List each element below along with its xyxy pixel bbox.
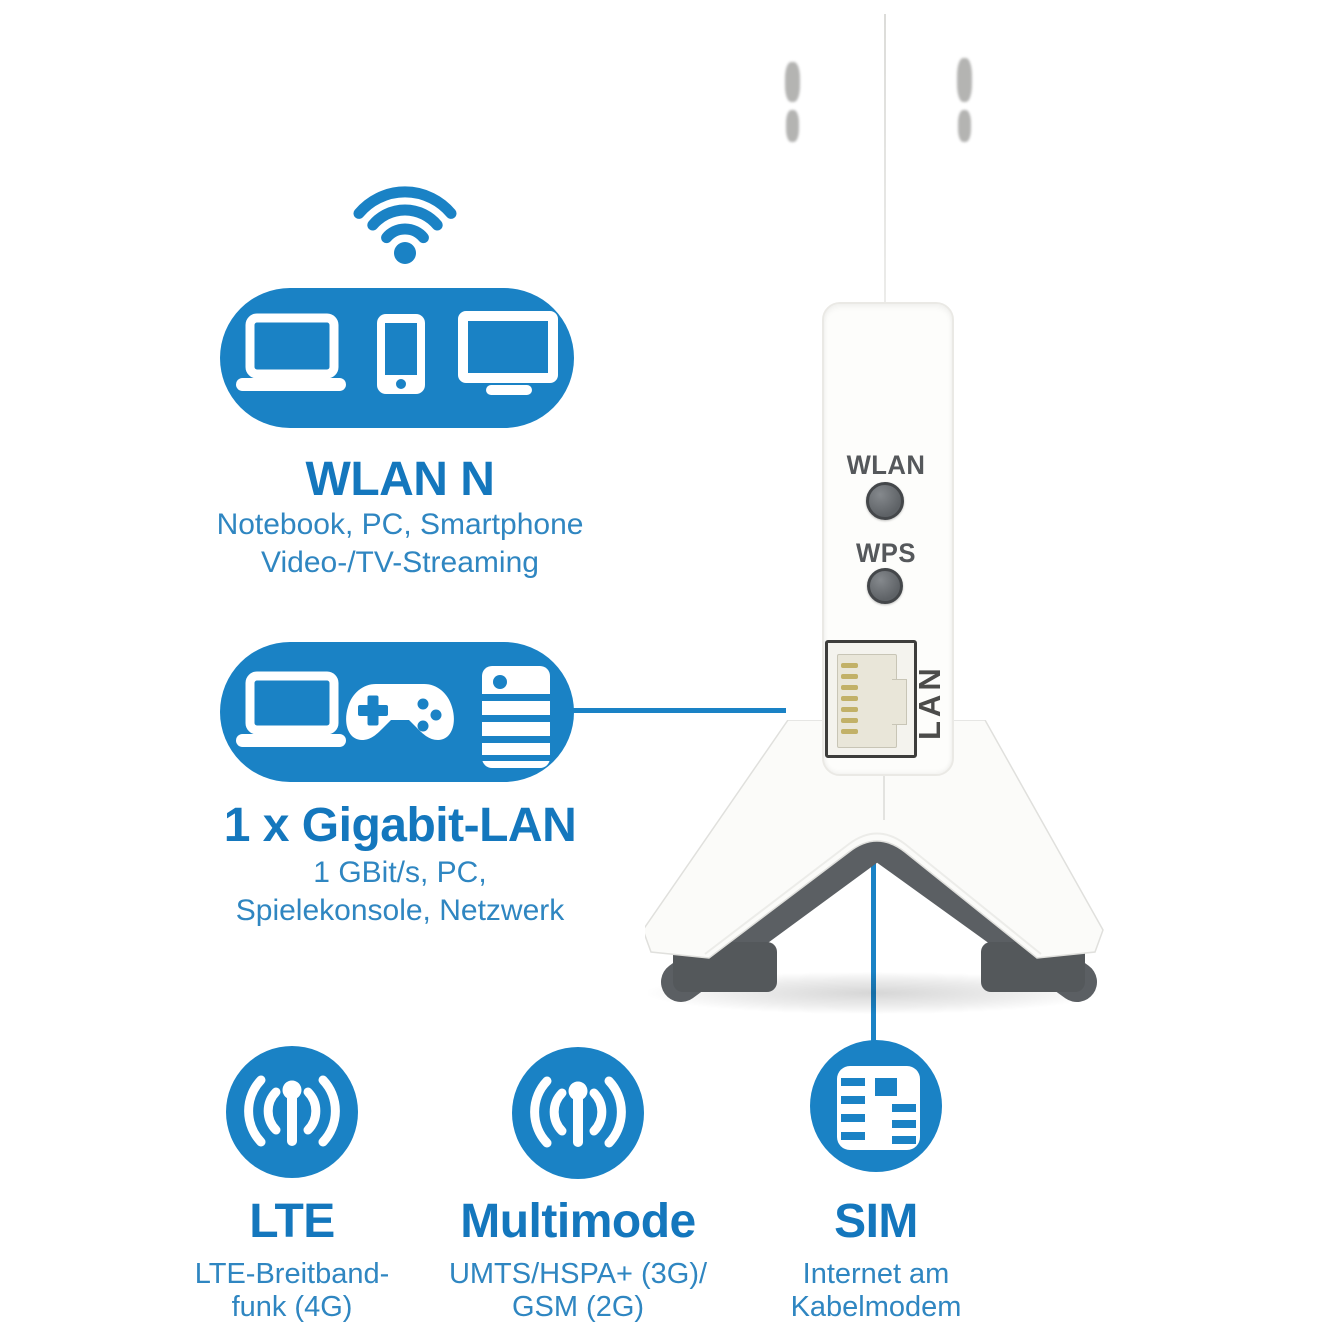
brand-logo-mark xyxy=(785,62,800,102)
sim-description-line1: Internet am xyxy=(802,1258,950,1290)
connector-lan-line xyxy=(572,708,786,713)
gigabit-lan-description-line2: Spielekonsole, Netzwerk xyxy=(235,894,565,927)
multimode-title: Multimode xyxy=(460,1195,696,1248)
wlan-description: Notebook, PC, Smartphone Video-/TV-Strea… xyxy=(100,506,700,582)
antenna-icon xyxy=(244,1075,340,1147)
gigabit-lan-title: 1 x Gigabit-LAN xyxy=(223,799,577,852)
wlan-button-label: WLAN xyxy=(846,450,926,480)
lte-description-line1: LTE-Breitband- xyxy=(194,1258,390,1290)
brand-logo-mark xyxy=(957,58,972,102)
lan-port xyxy=(825,640,917,758)
brand-logo-mark xyxy=(958,110,971,142)
monitor-icon xyxy=(458,311,558,395)
gamepad-icon xyxy=(346,684,454,740)
wlan-description-line2: Video-/TV-Streaming xyxy=(261,546,539,579)
laptop-icon xyxy=(236,671,346,747)
connector-sim-line xyxy=(871,848,876,1048)
wlan-devices-pill xyxy=(220,288,574,428)
sim-card-icon xyxy=(837,1066,920,1150)
gigabit-lan-pill xyxy=(220,642,574,782)
lte-description: LTE-Breitband- funk (4G) xyxy=(92,1258,492,1324)
wlan-description-line1: Notebook, PC, Smartphone xyxy=(216,508,584,541)
brand-logo-mark xyxy=(786,110,799,142)
wifi-icon xyxy=(340,186,470,268)
smartphone-icon xyxy=(377,314,425,394)
sim-circle xyxy=(810,1040,942,1172)
multimode-description-line1: UMTS/HSPA+ (3G)/ xyxy=(448,1258,708,1290)
gigabit-lan-description-line1: 1 GBit/s, PC, xyxy=(313,856,487,889)
gigabit-lan-description: 1 GBit/s, PC, Spielekonsole, Netzwerk xyxy=(100,854,700,930)
multimode-description-line2: GSM (2G) xyxy=(511,1291,645,1323)
wps-button-label: WPS xyxy=(856,538,916,568)
lte-description-line2: funk (4G) xyxy=(231,1291,353,1323)
lte-title: LTE xyxy=(249,1195,335,1248)
wlan-button xyxy=(866,482,904,520)
multimode-circle xyxy=(512,1047,644,1179)
lte-circle xyxy=(226,1046,358,1178)
desktop-pc-icon xyxy=(482,666,550,768)
rj45-jack-step xyxy=(892,679,907,725)
router-stand xyxy=(642,719,1115,1020)
lan-port-label: LAN xyxy=(912,664,947,740)
laptop-icon xyxy=(236,313,346,391)
stand-legs xyxy=(642,719,1104,959)
wlan-title: WLAN N xyxy=(305,453,495,506)
multimode-description: UMTS/HSPA+ (3G)/ GSM (2G) xyxy=(378,1258,778,1324)
sim-description: Internet am Kabelmodem xyxy=(676,1258,1076,1324)
sim-title: SIM xyxy=(834,1195,918,1248)
antenna-icon xyxy=(530,1076,626,1148)
wps-button xyxy=(867,568,903,604)
sim-description-line2: Kabelmodem xyxy=(790,1291,962,1323)
